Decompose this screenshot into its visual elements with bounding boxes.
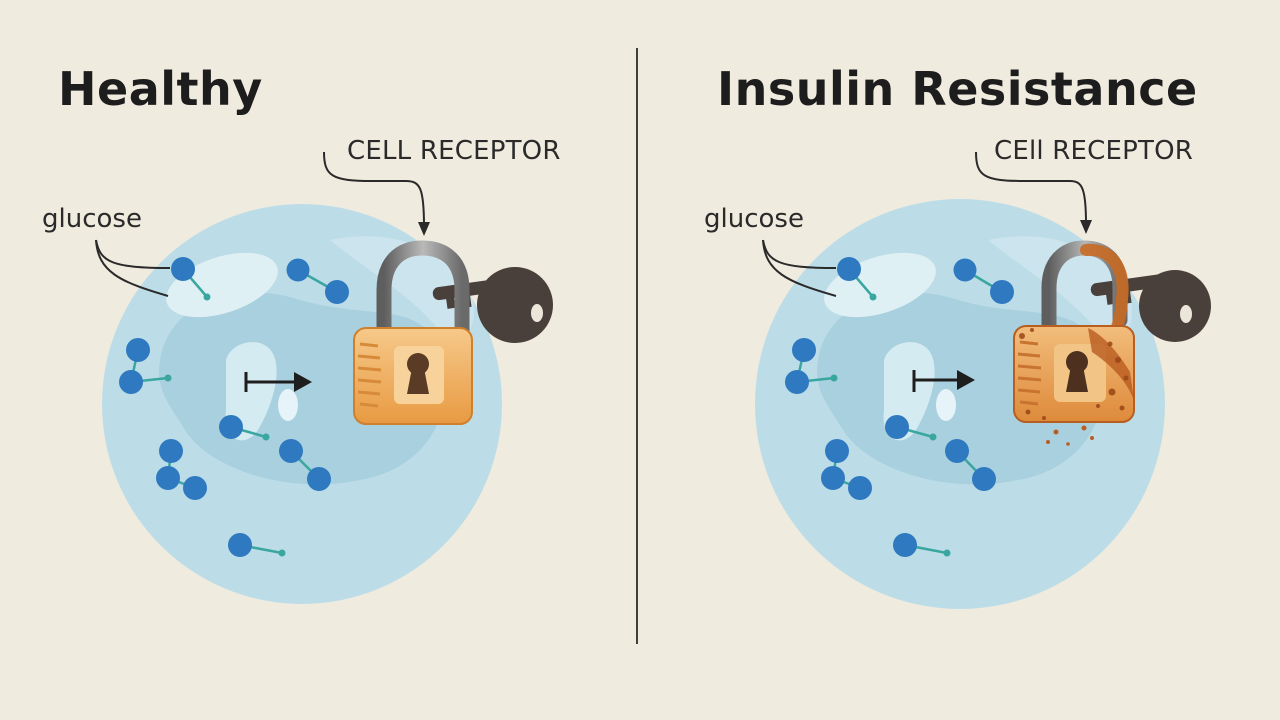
glucose-molecules bbox=[119, 257, 349, 557]
rusted-padlock-icon bbox=[1013, 240, 1135, 446]
glucose-molecules bbox=[785, 257, 1014, 557]
glucose-molecule bbox=[837, 257, 877, 301]
panel-title: Insulin Resistance bbox=[717, 62, 1198, 116]
cell bbox=[755, 199, 1165, 609]
resistant-cell-illustration bbox=[755, 151, 1211, 609]
glucose-molecule bbox=[119, 338, 172, 394]
glucose-molecule bbox=[156, 439, 207, 500]
receptor-pointer bbox=[975, 151, 1092, 234]
glucose-label: glucose bbox=[704, 204, 804, 234]
glucose-molecule bbox=[893, 533, 951, 557]
padlock-icon bbox=[353, 240, 473, 425]
cell-receptor-label: CEll RECEPTOR bbox=[994, 136, 1194, 166]
glucose-molecule bbox=[171, 257, 211, 301]
transport-arrow bbox=[912, 370, 975, 392]
glucose-pointer bbox=[95, 239, 171, 297]
glucose-molecule bbox=[885, 415, 937, 441]
healthy-cell-illustration bbox=[95, 151, 553, 604]
glucose-molecule bbox=[785, 338, 838, 394]
glucose-molecule bbox=[228, 533, 286, 557]
glucose-molecule bbox=[286, 258, 349, 304]
glucose-molecule bbox=[953, 258, 1014, 304]
glucose-molecule bbox=[945, 439, 996, 491]
glucose-molecule bbox=[821, 439, 872, 500]
glucose-label: glucose bbox=[42, 204, 142, 234]
transport-arrow bbox=[244, 372, 312, 392]
insulin-resistance-panel: Insulin Resistance CEll RECEPTOR glucose bbox=[640, 0, 1280, 720]
cell-receptor-label: CELL RECEPTOR bbox=[347, 136, 561, 166]
key-icon bbox=[1090, 270, 1211, 342]
receptor-pointer bbox=[323, 151, 430, 236]
glucose-molecule bbox=[219, 415, 270, 441]
panel-title: Healthy bbox=[58, 62, 263, 116]
healthy-panel: Healthy CELL RECEPTOR glucose bbox=[42, 62, 561, 604]
glucose-pointer bbox=[762, 239, 837, 297]
glucose-molecule bbox=[279, 439, 331, 491]
panel-divider bbox=[636, 48, 638, 644]
